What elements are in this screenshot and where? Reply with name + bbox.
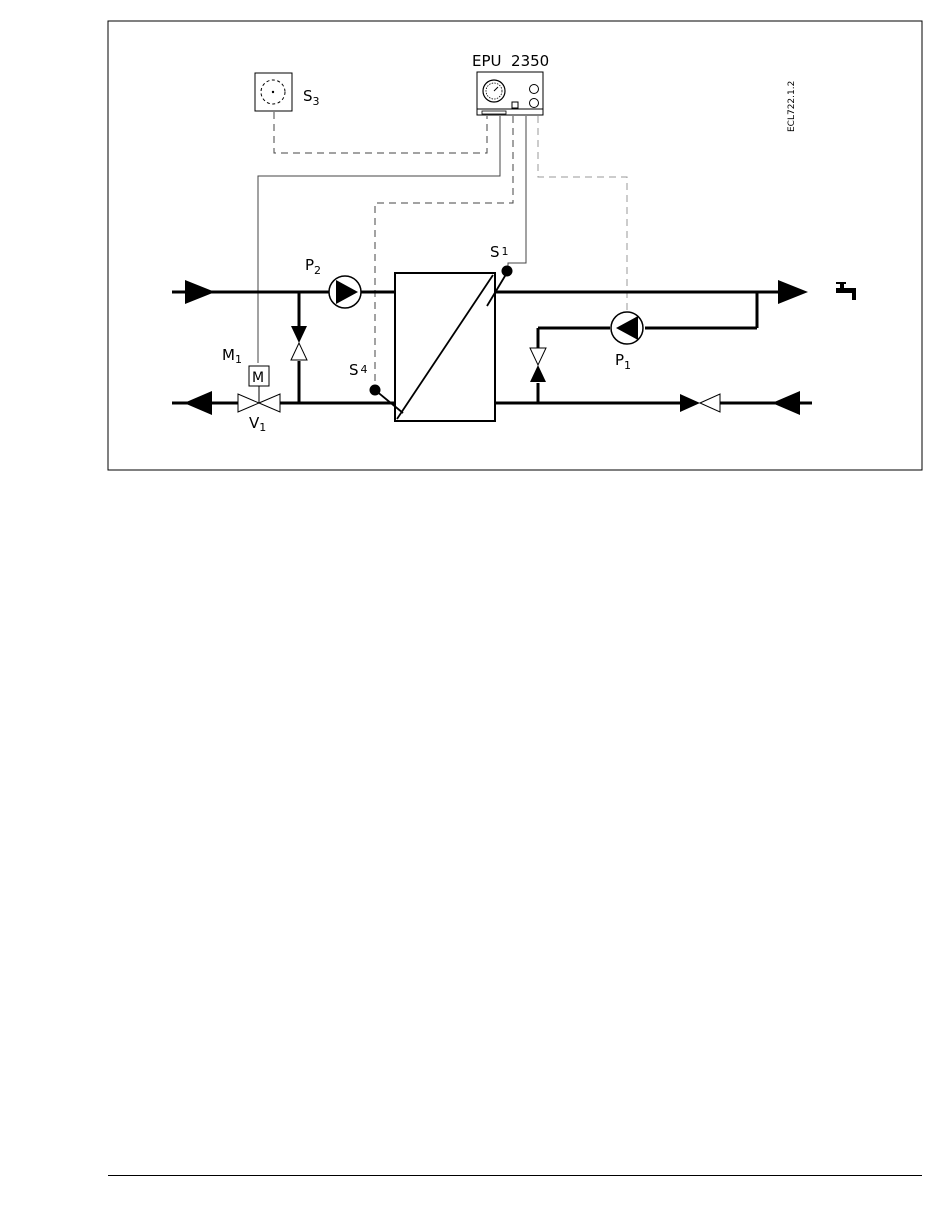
wire-s3 — [274, 112, 487, 153]
label-p2: P2 — [305, 256, 321, 277]
drawing-code: ECL722.1.2 — [787, 81, 797, 132]
label-m1: M1 — [222, 346, 242, 366]
flow-arrow-cold-in-icon — [772, 391, 800, 415]
room-sensor-s3: S3 — [255, 73, 320, 111]
controller-epu: EPU 2350 — [472, 52, 549, 115]
controller-label: EPU 2350 — [472, 52, 549, 70]
water-tap-icon — [836, 282, 856, 300]
motor-valve-v1: M M1 V1 — [222, 346, 280, 434]
flow-arrow-in-icon — [185, 280, 215, 304]
pump-p1: P1 — [611, 312, 643, 372]
heat-exchanger — [395, 273, 495, 421]
label-s3: S3 — [303, 87, 320, 108]
pump-p2: P2 — [305, 256, 361, 308]
flow-arrow-out-icon — [778, 280, 808, 304]
actuator-letter: M — [252, 370, 264, 386]
check-valve-bypass-icon — [291, 326, 307, 360]
wire-p1 — [538, 116, 627, 312]
label-v1: V1 — [249, 414, 266, 434]
footer-rule — [108, 1175, 922, 1176]
wire-s1 — [508, 116, 526, 271]
label-p1: P1 — [615, 351, 631, 372]
valve-cold-inlet-icon — [680, 394, 720, 412]
flow-arrow-return-icon — [184, 391, 212, 415]
check-valve-p1-icon — [530, 348, 546, 382]
